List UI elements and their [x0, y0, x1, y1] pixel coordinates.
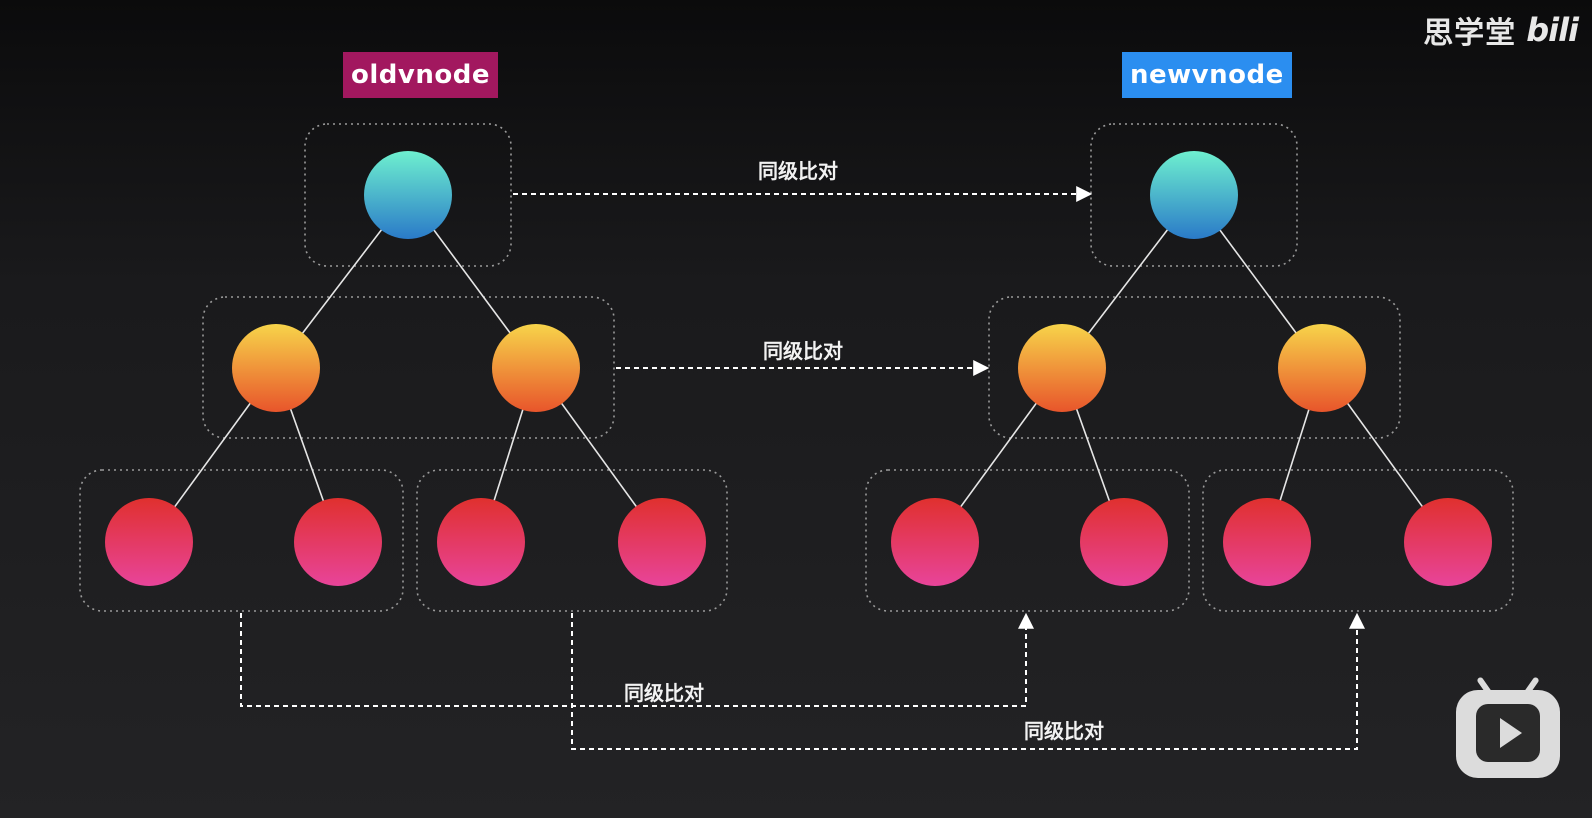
old-leaf-node-2 — [437, 498, 525, 586]
old-mid-node-0 — [232, 324, 320, 412]
bilibili-play-icon[interactable] — [1456, 676, 1560, 778]
old-leaf-group-box-right — [416, 469, 728, 612]
new-root-node — [1150, 151, 1238, 239]
new-mid-node-1 — [1278, 324, 1366, 412]
old-leaf-group-box-left — [79, 469, 404, 612]
new-root-group-box — [1090, 123, 1298, 267]
new-leaf-node-1 — [1080, 498, 1168, 586]
old-leaf-node-3 — [618, 498, 706, 586]
compare-arrow-leaves-right — [571, 612, 1365, 750]
brand-name: 思学堂 — [1423, 16, 1517, 51]
compare-label-root: 同级比对 — [758, 159, 838, 183]
new-leaf-node-2 — [1223, 498, 1311, 586]
compare-label-leaves-right: 同级比对 — [1024, 719, 1104, 743]
new-leaf-node-0 — [891, 498, 979, 586]
new-leaf-node-3 — [1404, 498, 1492, 586]
compare-label-leaves-left: 同级比对 — [624, 681, 704, 705]
compare-label-middle: 同级比对 — [763, 339, 843, 363]
old-mid-node-1 — [492, 324, 580, 412]
oldvnode-label: oldvnode — [343, 52, 498, 98]
old-root-node — [364, 151, 452, 239]
old-leaf-node-1 — [294, 498, 382, 586]
new-mid-node-0 — [1018, 324, 1106, 412]
bilibili-logo: bili — [1526, 11, 1579, 49]
old-leaf-node-0 — [105, 498, 193, 586]
old-root-group-box — [304, 123, 512, 267]
compare-arrow-leaves-left — [240, 612, 1034, 707]
brand-watermark: 思学堂 bili — [1423, 8, 1579, 52]
new-leaf-group-box-right — [1202, 469, 1514, 612]
new-leaf-group-box-left — [865, 469, 1190, 612]
newvnode-label: newvnode — [1122, 52, 1292, 98]
